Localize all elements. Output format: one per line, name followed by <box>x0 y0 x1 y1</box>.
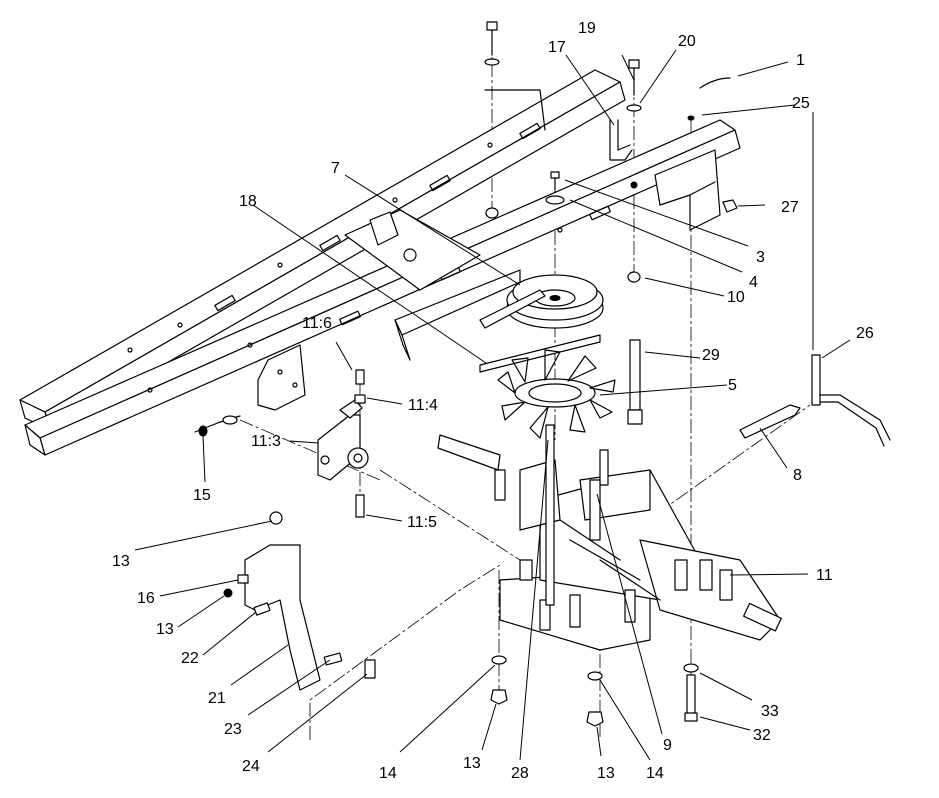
callout-13-left: 13 <box>112 553 130 570</box>
callout-22: 22 <box>181 650 199 667</box>
lower-hardware <box>490 655 699 727</box>
belt-guide <box>479 289 601 373</box>
callout-28: 28 <box>511 765 529 782</box>
callout-1: 1 <box>796 52 805 69</box>
callout-10: 10 <box>727 289 745 306</box>
callout-15: 15 <box>193 487 211 504</box>
cross-member <box>344 209 521 361</box>
callout-8: 8 <box>793 467 802 484</box>
callout-13-mid: 13 <box>156 621 174 638</box>
linkage-8 <box>739 404 801 439</box>
callout-18: 18 <box>239 193 257 210</box>
callout-19: 19 <box>578 20 596 37</box>
frame-rails <box>19 69 741 456</box>
callout-7: 7 <box>331 160 340 177</box>
callout-13-lower: 13 <box>463 755 481 772</box>
top-hardware <box>484 21 738 283</box>
leader-lines <box>134 49 851 761</box>
callout-11-6: 11:6 <box>302 315 332 332</box>
callout-14-right: 14 <box>646 765 664 782</box>
callout-33: 33 <box>761 703 779 720</box>
callout-4: 4 <box>749 274 758 291</box>
callout-32: 32 <box>753 727 771 744</box>
callout-21: 21 <box>208 690 226 707</box>
callout-16: 16 <box>137 590 155 607</box>
right-bracket <box>654 149 721 231</box>
callout-3: 3 <box>756 249 765 266</box>
cooling-fan <box>497 349 616 439</box>
callout-25: 25 <box>792 95 810 112</box>
callout-5: 5 <box>728 377 737 394</box>
callout-labels: 1 25 19 20 17 27 3 4 10 7 18 26 29 5 8 1… <box>112 20 874 782</box>
control-rod-26 <box>811 354 891 447</box>
lower-bracket-21 <box>223 511 376 691</box>
callout-11-4: 11:4 <box>408 397 438 414</box>
bracket-11-3 <box>317 369 369 518</box>
rod-29 <box>627 339 643 425</box>
callout-11-3: 11:3 <box>251 433 281 450</box>
callout-14-left: 14 <box>379 765 397 782</box>
callout-23: 23 <box>224 721 242 738</box>
callout-26: 26 <box>856 325 874 342</box>
callout-9: 9 <box>663 737 672 754</box>
callout-20: 20 <box>678 33 696 50</box>
callout-11-5: 11:5 <box>407 514 437 531</box>
callout-17: 17 <box>548 39 566 56</box>
callout-29: 29 <box>702 347 720 364</box>
callout-27: 27 <box>781 199 799 216</box>
shaft-28 <box>545 424 555 606</box>
callout-11: 11 <box>816 567 833 584</box>
plate-and-spring <box>194 344 306 437</box>
callout-24: 24 <box>242 758 260 775</box>
callout-13-right: 13 <box>597 765 615 782</box>
